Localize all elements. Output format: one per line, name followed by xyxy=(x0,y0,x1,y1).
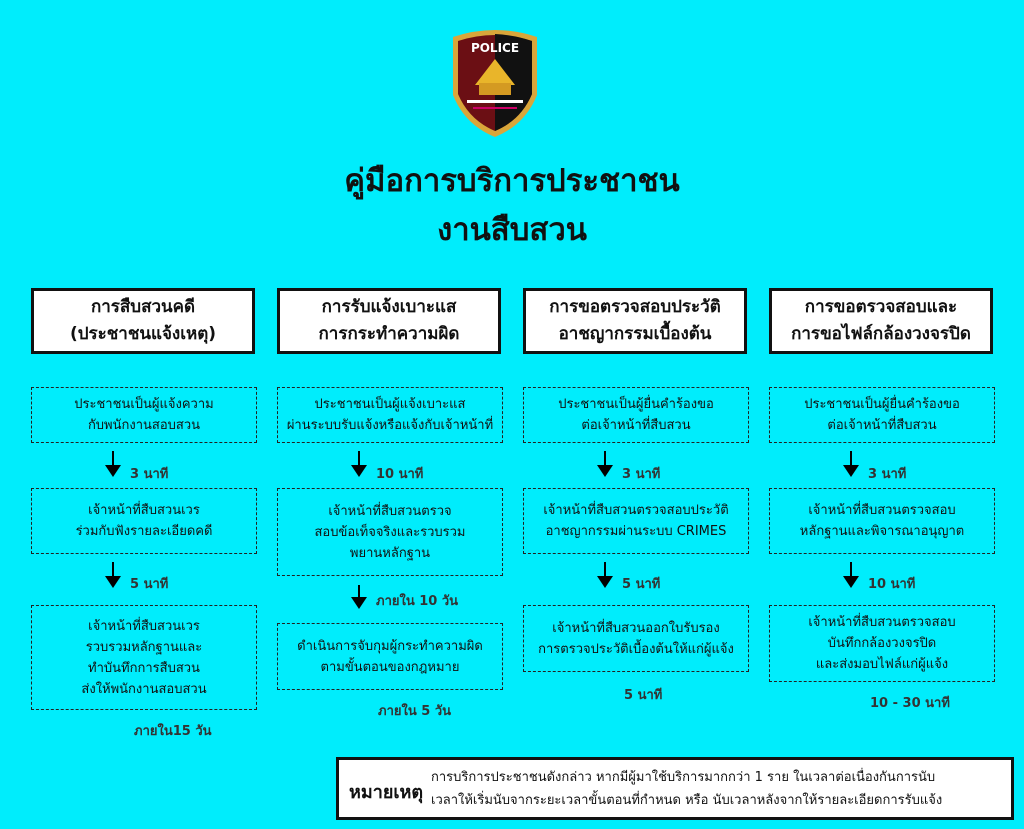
svg-text:POLICE: POLICE xyxy=(471,41,519,55)
down-arrow-icon xyxy=(597,451,613,477)
note-box: หมายเหตุ การบริการประชาชนดังกล่าว หากมีผ… xyxy=(336,757,1014,820)
step-box: เจ้าหน้าที่สืบสวนเวร รวบรวมหลักฐานและ ทำ… xyxy=(31,605,257,710)
column-header-text: การรับแจ้งเบาะแส การกระทำความผิด xyxy=(318,297,460,344)
police-badge-logo: POLICE xyxy=(453,30,537,137)
down-arrow-icon xyxy=(843,562,859,588)
note-title: หมายเหตุ xyxy=(349,782,424,803)
column-header-text: การขอตรวจสอบประวัติ อาชญากรรมเบื้องต้น xyxy=(549,297,721,344)
step-box: เจ้าหน้าที่สืบสวนตรวจสอบ บันทึกกล้องวงจร… xyxy=(769,605,995,682)
step-duration: 10 นาที xyxy=(376,467,424,482)
step-box: ประชาชนเป็นผู้แจ้งเบาะแส ผ่านระบบรับแจ้ง… xyxy=(277,387,503,443)
step-box: เจ้าหน้าที่สืบสวนตรวจสอบ หลักฐานและพิจาร… xyxy=(769,488,995,554)
column-header: การขอตรวจสอบและ การขอไฟล์กล้องวงจรปิด xyxy=(769,288,993,354)
step-duration: 5 นาที xyxy=(622,577,661,592)
step-duration: ภายใน 10 วัน xyxy=(376,594,459,609)
step-box: เจ้าหน้าที่สืบสวนตรวจ สอบข้อเท็จจริงและร… xyxy=(277,488,503,576)
total-duration: ภายใน 5 วัน xyxy=(378,704,452,719)
column-header: การสืบสวนคดี (ประชาชนแจ้งเหตุ) xyxy=(31,288,255,354)
step-box: เจ้าหน้าที่สืบสวนออกใบรับรอง การตรวจประว… xyxy=(523,605,749,672)
step-box: ประชาชนเป็นผู้แจ้งความ กับพนักงานสอบสวน xyxy=(31,387,257,443)
total-duration: ภายใน15 วัน xyxy=(134,724,212,739)
step-box: ประชาชนเป็นผู้ยื่นคำร้องขอ ต่อเจ้าหน้าที… xyxy=(523,387,749,443)
step-duration: 3 นาที xyxy=(130,467,169,482)
down-arrow-icon xyxy=(843,451,859,477)
column-header: การขอตรวจสอบประวัติ อาชญากรรมเบื้องต้น xyxy=(523,288,747,354)
down-arrow-icon xyxy=(105,451,121,477)
total-duration: 5 นาที xyxy=(624,688,663,703)
down-arrow-icon xyxy=(351,451,367,477)
column-header-text: การสืบสวนคดี (ประชาชนแจ้งเหตุ) xyxy=(69,297,217,344)
step-duration: 5 นาที xyxy=(130,577,169,592)
step-box: ดำเนินการจับกุมผู้กระทำความผิด ตามขั้นตอ… xyxy=(277,623,503,690)
total-duration: 10 - 30 นาที xyxy=(870,696,950,711)
column-header-text: การขอตรวจสอบและ การขอไฟล์กล้องวงจรปิด xyxy=(791,297,971,344)
step-duration: 3 นาที xyxy=(622,467,661,482)
step-duration: 10 นาที xyxy=(868,577,916,592)
down-arrow-icon xyxy=(105,562,121,588)
step-box: เจ้าหน้าที่สืบสวนเวร ร่วมกับฟังรายละเอีย… xyxy=(31,488,257,554)
note-text: การบริการประชาชนดังกล่าว หากมีผู้มาใช้บร… xyxy=(431,770,943,808)
column-header: การรับแจ้งเบาะแส การกระทำความผิด xyxy=(277,288,501,354)
page-title: คู่มือการบริการประชาชน xyxy=(344,163,680,199)
down-arrow-icon xyxy=(597,562,613,588)
page-subtitle: งานสืบสวน xyxy=(437,212,587,248)
step-box: เจ้าหน้าที่สืบสวนตรวจสอบประวัติ อาชญากรร… xyxy=(523,488,749,554)
step-duration: 3 นาที xyxy=(868,467,907,482)
down-arrow-icon xyxy=(351,585,367,609)
step-box: ประชาชนเป็นผู้ยื่นคำร้องขอ ต่อเจ้าหน้าที… xyxy=(769,387,995,443)
